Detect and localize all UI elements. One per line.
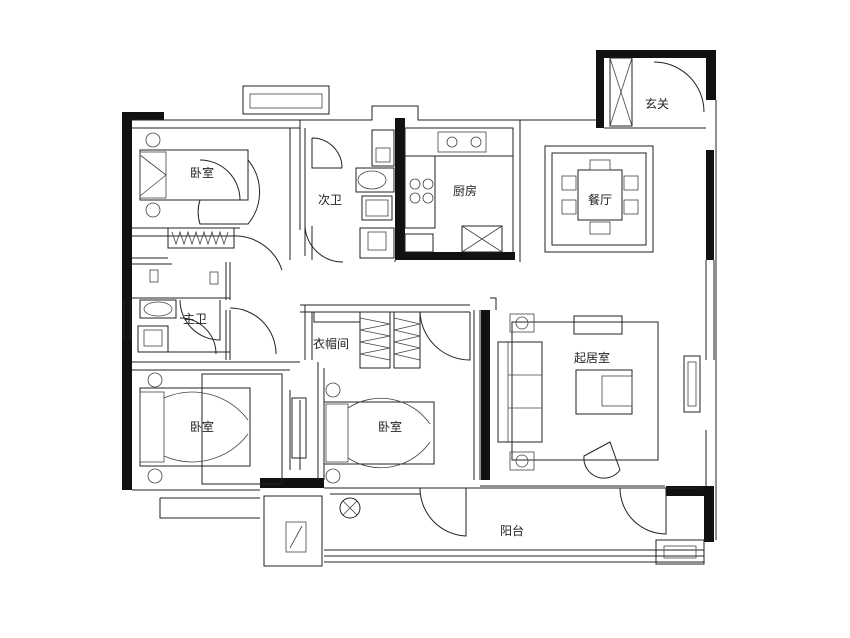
dining-set xyxy=(544,145,654,253)
bed-bottom-mid xyxy=(291,382,435,484)
label-balcony: 阳台 xyxy=(500,523,524,538)
label-entry: 玄关 xyxy=(645,96,669,111)
bed-bottom-left xyxy=(139,372,283,485)
master-bath-fixtures xyxy=(137,269,219,353)
exterior-walls xyxy=(122,50,716,542)
washing-machine xyxy=(339,497,361,519)
label-second-bath: 次卫 xyxy=(318,193,342,207)
kitchen-fixtures xyxy=(404,127,514,253)
label-master-bath: 主卫 xyxy=(183,312,207,326)
label-bedroom-top: 卧室 xyxy=(190,165,214,180)
living-set xyxy=(497,313,701,479)
room-labels: 玄关 餐厅 厨房 次卫 卧室 主卫 衣帽间 起居室 卧室 卧室 阳台 xyxy=(183,96,669,538)
interior-walls xyxy=(123,57,717,567)
label-closet: 衣帽间 xyxy=(313,336,349,351)
closet-racks xyxy=(313,311,421,369)
label-bedroom-bottom-mid: 卧室 xyxy=(378,419,402,434)
bed-top xyxy=(139,132,261,225)
wardrobe-top xyxy=(167,227,235,249)
door-swings xyxy=(179,61,705,537)
label-bedroom-bottom-left: 卧室 xyxy=(190,419,214,434)
label-dining: 餐厅 xyxy=(588,192,612,207)
second-bath-fixtures xyxy=(355,129,395,259)
label-kitchen: 厨房 xyxy=(453,183,477,198)
label-living: 起居室 xyxy=(574,350,610,365)
